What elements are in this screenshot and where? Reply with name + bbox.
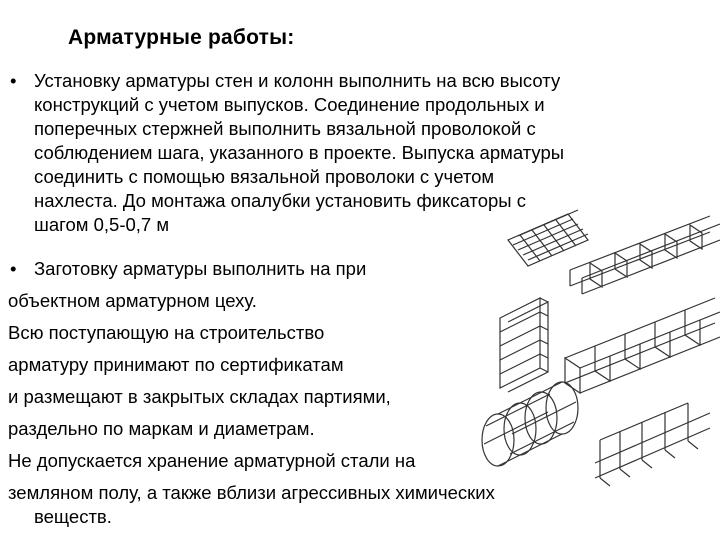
rebar-mesh-flat	[507, 209, 589, 267]
rebar-cages-illustration	[470, 208, 720, 498]
text-line-12: и размещают в закрытых складах партиями,	[8, 386, 391, 407]
text-line-7: шагом 0,5-0,7 м	[34, 214, 170, 235]
text-line-4: соблюдением шага, указанного в проекте. …	[34, 142, 565, 163]
text-line-9: объектном арматурном цеху.	[8, 290, 257, 311]
bullet-marker-1: •	[10, 70, 17, 91]
text-line-14: Не допускается хранение арматурной стали…	[8, 450, 416, 471]
text-line-10: Всю поступающую на строительство	[8, 322, 325, 343]
text-line-8: Заготовку арматуры выполнить на при	[34, 258, 367, 279]
text-line-1: Установку арматуры стен и колонн выполни…	[34, 70, 561, 91]
text-line-15: земляном полу, а также вблизи агрессивны…	[8, 482, 495, 503]
rebar-beam-cage	[564, 297, 720, 395]
rebar-frame-bottom	[594, 402, 711, 487]
text-line-13: раздельно по маркам и диаметрам.	[8, 418, 315, 439]
rebar-column-cage	[499, 297, 549, 393]
text-line-16: веществ.	[34, 506, 112, 527]
text-line-2: конструкций с учетом выпусков. Соединени…	[34, 94, 545, 115]
bullet-marker-2: •	[10, 258, 17, 279]
slide-title: Арматурные работы:	[68, 26, 295, 49]
text-line-6: нахлеста. До монтажа опалубки установить…	[34, 190, 526, 211]
text-line-11: арматуру принимают по сертификатам	[8, 354, 344, 375]
text-line-5: соединить с помощью вязальной проволоки …	[34, 166, 495, 187]
rebar-round-cage	[481, 381, 579, 467]
text-line-3: поперечных стержней выполнить вязальной …	[34, 118, 536, 139]
rebar-cage-long-top	[569, 215, 720, 295]
rebar-cages-drawing	[481, 209, 720, 487]
